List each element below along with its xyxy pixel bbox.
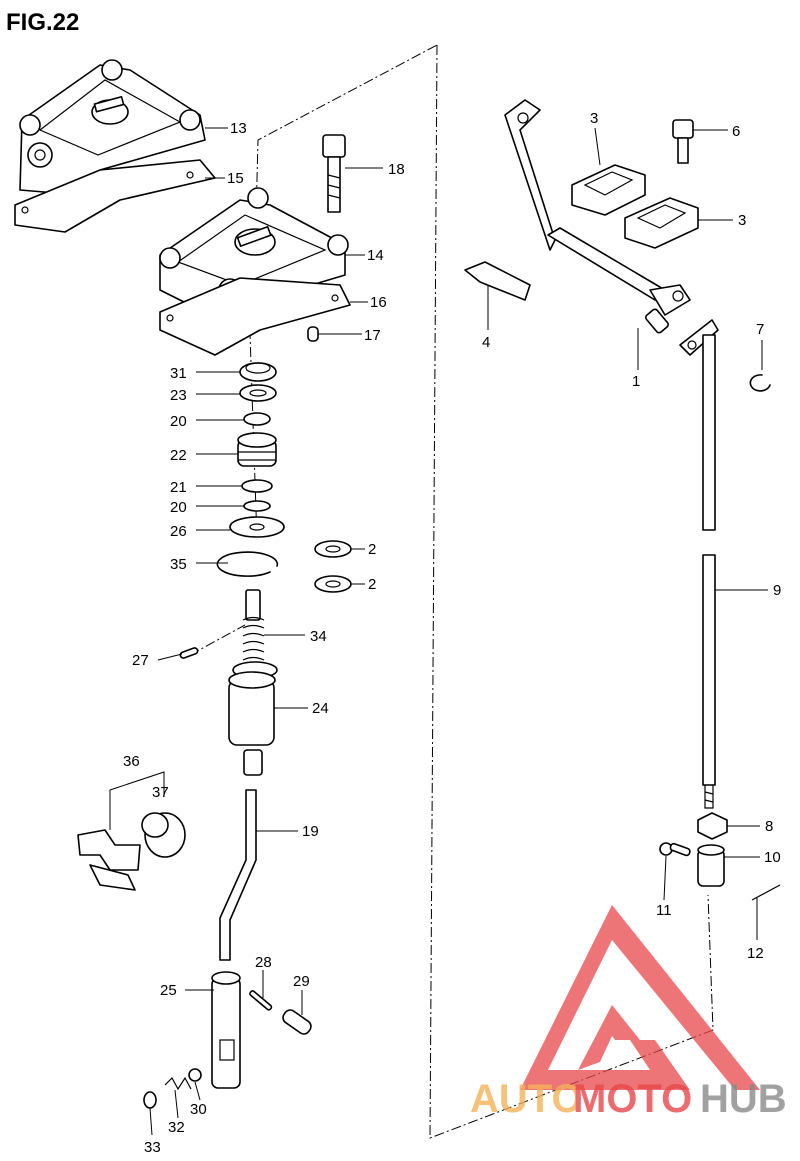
gasket-hole	[331, 294, 339, 302]
part-15-gasket	[14, 159, 216, 233]
part-2-washer	[314, 575, 352, 593]
callout-14: 14	[367, 247, 384, 264]
callout-22: 22	[170, 447, 187, 464]
callout-30: 30	[190, 1101, 207, 1118]
callout-32: 32	[168, 1119, 185, 1136]
callout-19: 19	[302, 823, 319, 840]
part-4-clip	[464, 261, 531, 301]
part-36-clip	[77, 829, 141, 891]
watermark-word-moto: MOTO	[573, 1077, 692, 1121]
callout-7: 7	[756, 321, 764, 338]
callout-labels: 13 15 18 14 16 17 31 23 20 22 21 20 26 3…	[123, 110, 781, 1156]
part-34-spring	[242, 589, 265, 661]
dashed-leader-top	[255, 44, 438, 219]
callout-2b: 2	[368, 576, 376, 593]
part-3-mount	[624, 197, 699, 249]
part-26-washer	[229, 516, 285, 538]
callout-29: 29	[293, 973, 310, 990]
callout-1: 1	[632, 373, 640, 390]
watermark-text: AUTO MOTO HUB	[470, 1077, 787, 1121]
callout-21: 21	[170, 479, 187, 496]
watermark-word-hub: HUB	[700, 1077, 787, 1121]
part-28-pin	[249, 990, 273, 1011]
part-37-collar	[141, 812, 186, 858]
gasket-hole	[186, 171, 194, 179]
part-19-rod	[219, 789, 257, 961]
part-2-washer	[314, 540, 352, 558]
callout-3b: 3	[738, 212, 746, 229]
callout-20b: 20	[170, 499, 187, 516]
washer-hole	[249, 389, 267, 397]
part-22-bushing	[237, 432, 277, 467]
callout-15: 15	[227, 170, 244, 187]
part-31-seal	[239, 362, 277, 382]
callout-37: 37	[152, 784, 169, 801]
callout-35: 35	[170, 556, 187, 573]
part-20-oring	[243, 500, 271, 512]
part-7-circlip	[749, 374, 771, 392]
gasket-hole	[166, 314, 174, 322]
part-35-circlip	[216, 551, 279, 577]
watermark-triangle-icon	[520, 905, 760, 1090]
part-9-rod	[679, 319, 719, 809]
part-21-oring	[241, 479, 273, 493]
leader-lines	[109, 127, 768, 1136]
gasket-hole	[21, 206, 29, 214]
callout-6: 6	[732, 123, 740, 140]
part-27-pin	[179, 647, 199, 659]
part-13-cover	[19, 59, 206, 196]
callout-33: 33	[144, 1139, 161, 1156]
callout-27: 27	[132, 652, 149, 669]
callout-2a: 2	[368, 541, 376, 558]
part-20-oring	[243, 412, 271, 426]
part-11-pin	[659, 842, 691, 857]
callout-24: 24	[312, 700, 329, 717]
part-29-roller	[282, 1009, 312, 1035]
callout-34: 34	[310, 628, 327, 645]
part-23-washer	[239, 384, 277, 402]
callout-28: 28	[255, 954, 272, 971]
part-25-shaft	[211, 971, 241, 1089]
watermark-logo	[520, 905, 760, 1090]
callout-8: 8	[765, 818, 773, 835]
part-33-plug	[143, 1091, 157, 1109]
callout-20a: 20	[170, 413, 187, 430]
callout-23: 23	[170, 387, 187, 404]
part-32-spring	[164, 1076, 192, 1091]
part-10-joint	[697, 844, 725, 887]
callout-18: 18	[388, 161, 405, 178]
callout-10: 10	[764, 849, 781, 866]
part-3-mount	[571, 164, 646, 216]
part-8-nut	[697, 812, 728, 840]
watermark-word-auto: AUTO	[470, 1077, 583, 1121]
part-24-grommet	[228, 661, 278, 776]
callout-17: 17	[364, 327, 381, 344]
part-1-arm	[504, 99, 691, 334]
callout-36: 36	[123, 753, 140, 770]
callout-11: 11	[656, 902, 672, 919]
callout-3a: 3	[590, 110, 598, 127]
part-17-dowel	[307, 326, 319, 342]
callout-25: 25	[160, 982, 177, 999]
washer-hole	[249, 523, 265, 531]
callout-4: 4	[482, 334, 490, 351]
watermark-inner-mark-icon	[578, 1005, 640, 1070]
part-6-bolt	[672, 119, 694, 164]
callout-26: 26	[170, 523, 187, 540]
callout-12: 12	[747, 945, 764, 962]
dashed-pin-axis	[189, 624, 246, 656]
part-12-cotter-pin	[751, 884, 781, 901]
part-30-ball	[188, 1068, 202, 1082]
callout-13: 13	[230, 120, 247, 137]
part-18-bolt	[322, 134, 346, 213]
figure-title: FIG.22	[6, 9, 79, 36]
part-16-gasket	[159, 277, 351, 356]
callout-16: 16	[370, 294, 387, 311]
callout-9: 9	[773, 582, 781, 599]
callout-31: 31	[170, 365, 187, 382]
